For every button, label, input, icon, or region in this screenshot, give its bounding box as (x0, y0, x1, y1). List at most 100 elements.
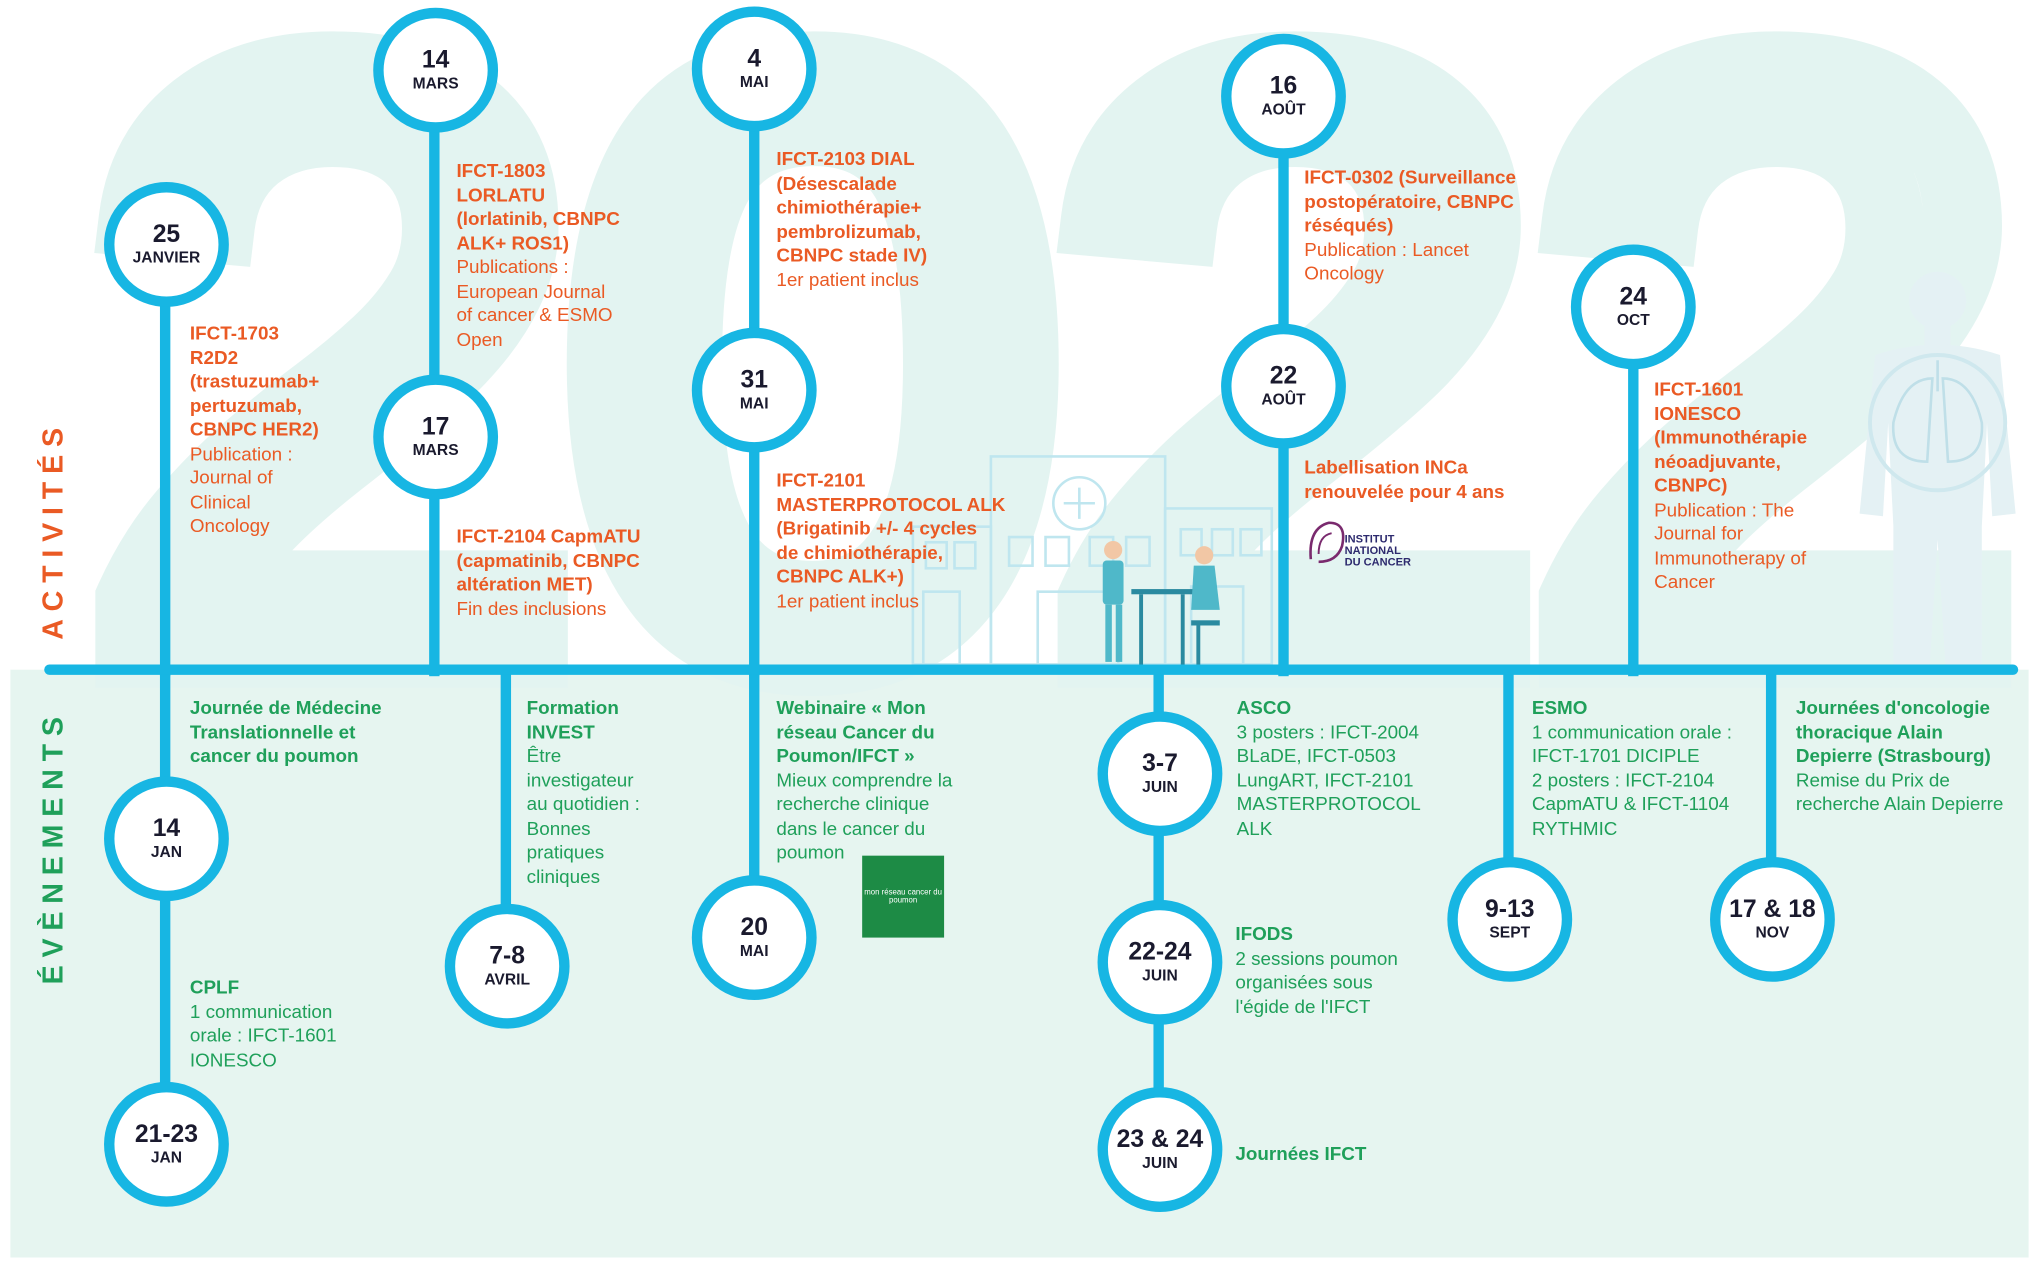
event-body: Être investigateur au quotidien : Bonnes… (526, 746, 640, 888)
date-circle: 7-8 AVRIL (444, 903, 570, 1029)
date-circle: 22-24 JUIN (1097, 899, 1223, 1025)
mon-reseau-logo: mon réseau cancer du poumon (862, 855, 945, 938)
event-title: IFODS (1235, 924, 1294, 946)
date-circle: 31 MAI (691, 327, 817, 453)
event-title: Journées d'oncologie thoracique Alain De… (1795, 698, 1991, 768)
connector-line (1628, 335, 1639, 677)
date-circle: 3-7 JUIN (1097, 711, 1223, 837)
event-text: Webinaire « Mon réseau Cancer du Poumon/… (776, 697, 1036, 865)
date-day: 23 & 24 (1116, 1125, 1204, 1153)
date-month: AOÛT (1261, 389, 1306, 408)
date-circle: 21-23 JAN (104, 1081, 229, 1207)
date-day: 25 (152, 220, 181, 248)
activity-text: IFCT-2104 CapmATU (capmatinib, CBNPC alt… (456, 525, 690, 621)
connector-line (159, 296, 171, 677)
event-body: Remise du Prix de recherche Alain Depier… (1795, 770, 2004, 816)
events-background (10, 669, 2029, 1258)
date-circle: 14 JAN (104, 776, 229, 902)
date-month: JANVIER (132, 247, 201, 266)
date-day: 4 (747, 44, 762, 73)
event-body: Mieux comprendre la recherche clinique d… (776, 770, 953, 864)
event-text: CPLF 1 communication orale : IFCT-1601 I… (190, 977, 424, 1073)
date-circle: 24 OCT (1570, 244, 1696, 370)
activity-text: IFCT-2101 MASTERPROTOCOL ALK (Brigatinib… (776, 469, 1036, 613)
date-day: 14 (152, 814, 181, 843)
main-timeline (44, 664, 2019, 675)
activity-text: IFCT-1803 LORLATU (lorlatinib, CBNPC ALK… (456, 160, 690, 352)
date-day: 22-24 (1128, 938, 1192, 966)
date-month: JUIN (1142, 965, 1178, 984)
event-body: 3 posters : IFCT-2004 BLaDE, IFCT-0503 L… (1236, 722, 1421, 840)
activity-text: IFCT-2103 DIAL (Désescalade chimiothérap… (776, 148, 1036, 292)
event-text: ASCO 3 posters : IFCT-2004 BLaDE, IFCT-0… (1237, 697, 1497, 841)
date-circle: 16 AOÛT (1221, 33, 1346, 159)
date-month: NOV (1755, 922, 1790, 941)
activity-body: Publications : European Journal of cance… (456, 257, 613, 351)
date-month: MARS (412, 73, 459, 92)
date-circle: 14 MARS (373, 7, 499, 133)
event-body: 2 sessions poumon organisées sous l'égid… (1235, 948, 1398, 1018)
event-text: ESMO 1 communication orale : IFCT-1701 D… (1532, 697, 1792, 841)
activity-text: IFCT-1703 R2D2 (trastuzumab+ pertuzumab,… (190, 322, 372, 539)
inca-logo-text: INSTITUT NATIONAL DU CANCER (1344, 531, 1411, 569)
activity-body: 1er patient inclus (776, 591, 919, 612)
connector-line (1503, 669, 1514, 898)
activity-title: IFCT-0302 (Surveillance postopératoire, … (1304, 167, 1517, 237)
event-title: Formation INVEST (526, 698, 619, 744)
date-month: JAN (150, 1147, 183, 1166)
date-circle: 17 MARS (373, 374, 499, 500)
activity-text: Labellisation INCa renouvelée pour 4 ans (1304, 456, 1564, 504)
lungs-silhouette-illustration (1859, 271, 2016, 665)
date-month: JUIN (1142, 1152, 1178, 1172)
event-text: IFODS 2 sessions poumon organisées sous … (1235, 923, 1469, 1019)
connector-line (749, 669, 760, 930)
date-circle: 17 & 18 NOV (1710, 856, 1835, 982)
date-month: MARS (412, 440, 459, 459)
section-label-activites: ACTIVITÉS (36, 420, 69, 640)
activity-title: Labellisation INCa renouvelée pour 4 ans (1304, 457, 1505, 503)
date-day: 17 & 18 (1729, 895, 1816, 923)
activity-body: 1er patient inclus (776, 269, 919, 291)
section-label-evenements: ÉVÈNEMENTS (36, 709, 69, 985)
date-day: 16 (1269, 72, 1298, 100)
event-text: Journées IFCT (1235, 1143, 1469, 1167)
date-month: SEPT (1489, 922, 1531, 941)
event-title: CPLF (189, 977, 240, 999)
date-month: JUIN (1142, 776, 1178, 796)
activity-title: IFCT-1803 LORLATU (lorlatinib, CBNPC ALK… (456, 161, 620, 255)
event-title: ASCO (1236, 698, 1292, 720)
event-text: Formation INVEST Être investigateur au q… (527, 697, 709, 889)
date-month: JAN (150, 842, 183, 861)
activity-body: Publication : Journal of Clinical Oncolo… (189, 444, 293, 538)
date-day: 7-8 (489, 942, 526, 970)
connector-line (500, 669, 512, 943)
date-month: AOÛT (1261, 99, 1306, 118)
date-day: 17 (421, 412, 450, 441)
date-day: 3-7 (1142, 749, 1178, 777)
activity-text: IFCT-1601 IONESCO (Immunothérapie néoadj… (1654, 378, 1862, 595)
date-day: 9-13 (1485, 895, 1535, 923)
event-title: Journées IFCT (1235, 1144, 1367, 1166)
event-body: 1 communication orale : IFCT-1601 IONESC… (189, 1001, 337, 1071)
date-day: 14 (421, 46, 450, 74)
activity-body: Publication : The Journal for Immunother… (1654, 500, 1807, 593)
event-title: Journée de Médecine Translationnelle et … (189, 698, 382, 768)
date-day: 22 (1269, 362, 1298, 390)
activity-title: IFCT-2101 MASTERPROTOCOL ALK (Brigatinib… (776, 470, 1006, 588)
event-title: ESMO (1531, 698, 1588, 720)
date-month: AVRIL (484, 969, 530, 988)
date-circle: 23 & 24 JUIN (1097, 1087, 1223, 1212)
date-month: MAI (739, 393, 769, 412)
date-month: OCT (1616, 310, 1650, 329)
event-text: Journées d'oncologie thoracique Alain De… (1796, 697, 2037, 817)
activity-title: IFCT-1601 IONESCO (Immunothérapie néoadj… (1654, 379, 1808, 497)
activity-title: IFCT-2103 DIAL (Désescalade chimiothérap… (776, 149, 928, 267)
event-body: 1 communication orale : IFCT-1701 DICIPL… (1531, 722, 1733, 840)
date-circle: 25 JANVIER (104, 182, 229, 307)
activity-body: Fin des inclusions (456, 598, 607, 620)
activity-title: IFCT-2104 CapmATU (capmatinib, CBNPC alt… (456, 526, 641, 596)
date-circle: 20 MAI (691, 875, 817, 1001)
date-day: 20 (740, 913, 768, 941)
date-day: 24 (1619, 282, 1648, 311)
